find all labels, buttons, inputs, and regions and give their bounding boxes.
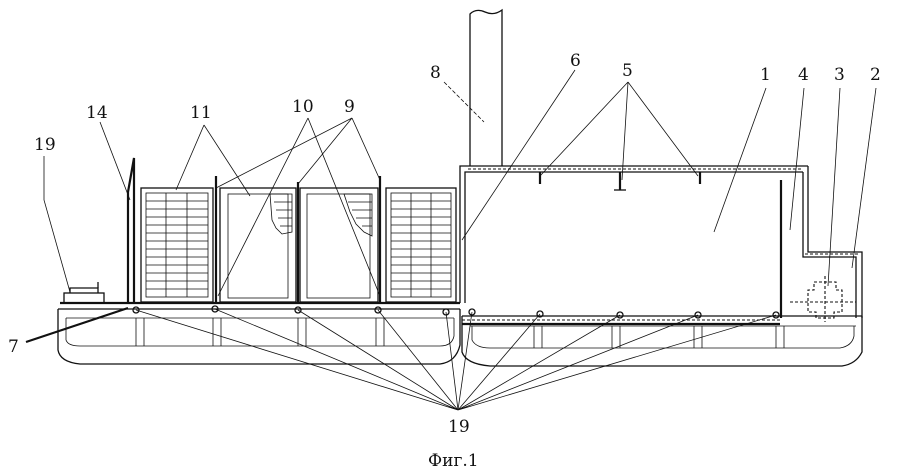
panel-left — [140, 187, 214, 303]
label-14: 14 — [86, 103, 108, 123]
cabin — [459, 165, 863, 318]
label-6: 6 — [570, 51, 581, 71]
hull — [57, 301, 863, 367]
label-10: 10 — [292, 97, 314, 117]
label-19-bottom: 19 — [448, 417, 470, 437]
label-8: 8 — [430, 63, 441, 83]
front-wall — [126, 157, 136, 303]
posts — [214, 176, 382, 302]
label-7: 7 — [8, 337, 19, 357]
chimney — [469, 8, 503, 166]
label-19-left: 19 — [34, 135, 56, 155]
frame-right — [299, 187, 379, 303]
label-5: 5 — [622, 61, 633, 81]
label-1: 1 — [760, 65, 771, 85]
bow-fitting — [63, 282, 105, 304]
mount-points — [132, 305, 780, 319]
label-11: 11 — [190, 103, 212, 123]
panel-right — [385, 187, 457, 303]
leader-lines — [25, 69, 877, 411]
label-2: 2 — [870, 65, 881, 85]
reference-labels: 1 2 3 4 5 6 7 8 9 10 11 14 19 19 — [8, 51, 881, 437]
engine-unit — [790, 276, 856, 322]
label-3: 3 — [834, 65, 845, 85]
frame-left — [219, 187, 297, 303]
label-9: 9 — [344, 97, 355, 117]
figure-caption: Фиг.1 — [428, 451, 479, 471]
label-4: 4 — [798, 65, 809, 85]
